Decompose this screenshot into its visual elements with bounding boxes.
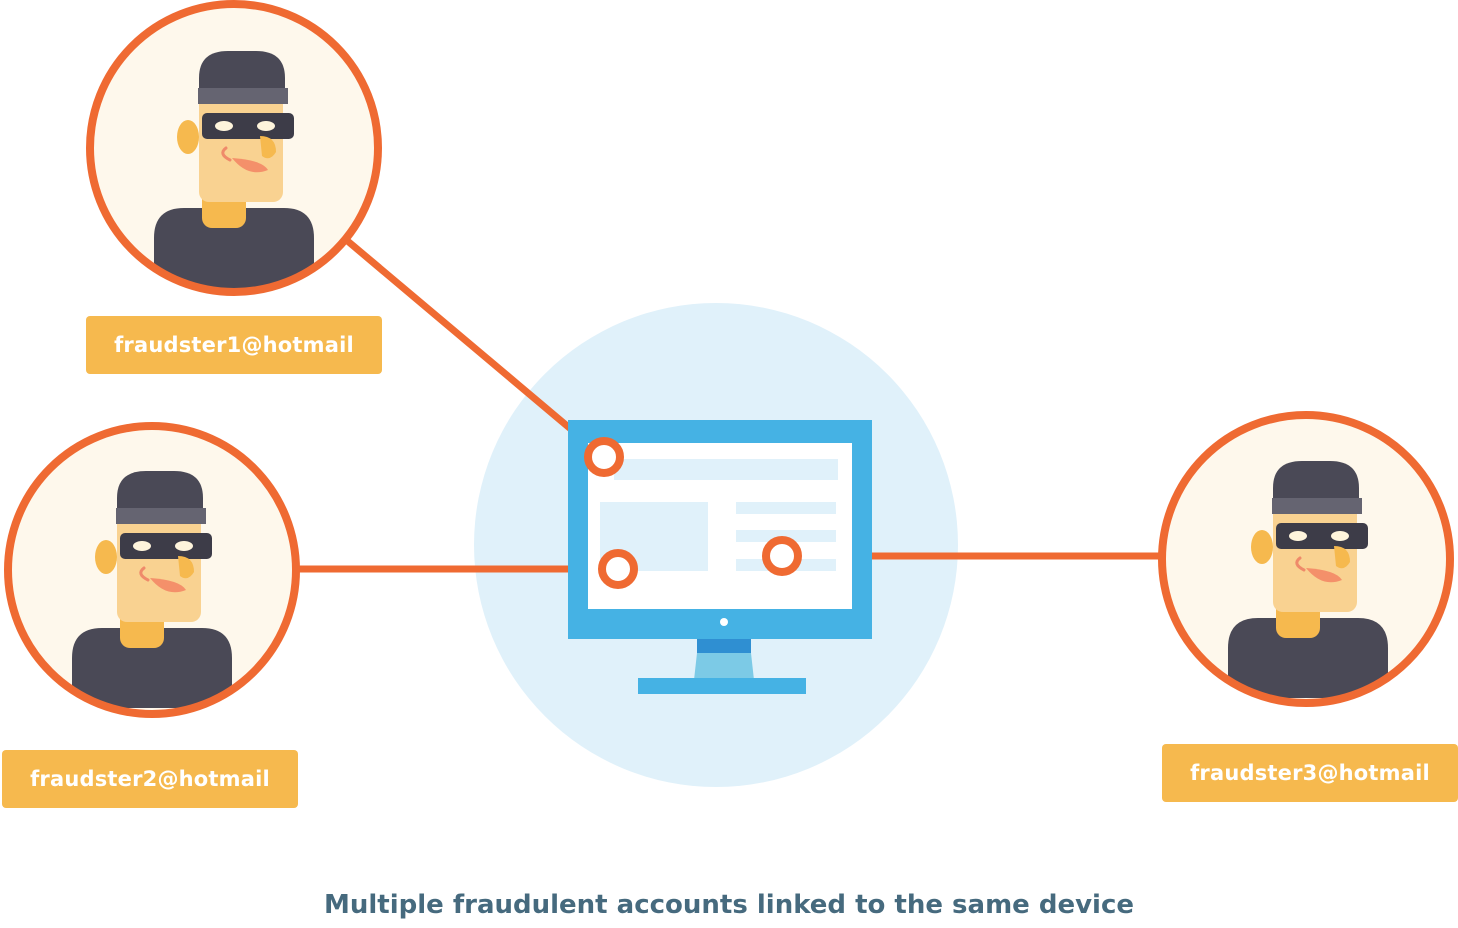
fraudster-avatar-3 bbox=[1158, 411, 1454, 707]
fraudster-avatar-2 bbox=[4, 422, 300, 718]
monitor-icon bbox=[568, 420, 872, 694]
account-email: fraudster3@hotmail bbox=[1190, 761, 1430, 785]
connection-node-icon bbox=[584, 437, 624, 477]
account-label-2: fraudster2@hotmail bbox=[2, 750, 298, 808]
account-label-3: fraudster3@hotmail bbox=[1162, 744, 1458, 802]
account-email: fraudster1@hotmail bbox=[114, 333, 354, 357]
account-email: fraudster2@hotmail bbox=[30, 767, 270, 791]
account-label-1: fraudster1@hotmail bbox=[86, 316, 382, 374]
fraudster-avatar-1 bbox=[86, 0, 382, 296]
diagram-caption: Multiple fraudulent accounts linked to t… bbox=[323, 890, 1135, 920]
connection-node-icon bbox=[598, 549, 638, 589]
link-line-1 bbox=[341, 235, 607, 460]
connection-nodes bbox=[584, 437, 802, 589]
connection-node-icon bbox=[762, 536, 802, 576]
